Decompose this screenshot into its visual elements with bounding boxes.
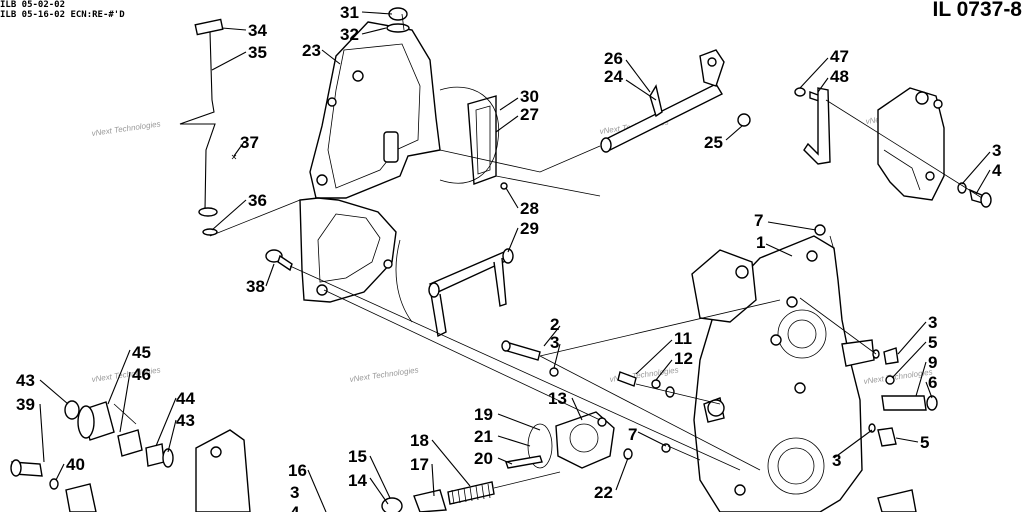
watermark-1: vNext Technologies [91, 119, 161, 138]
shift-shaft [600, 49, 751, 153]
callout-43-left: 43 [16, 371, 35, 390]
callout-7-lower: 7 [628, 425, 637, 444]
callout-37: 37 [240, 133, 259, 152]
callout-23: 23 [302, 41, 321, 60]
callout-2: 2 [550, 315, 559, 334]
dipstick-assembly [179, 18, 237, 236]
callout-4-top: 4 [992, 161, 1002, 180]
callout-labels: 34 35 37 36 31 32 23 30 27 28 29 26 24 2… [16, 3, 1002, 512]
pump-assembly [505, 411, 671, 469]
callout-22: 22 [594, 483, 613, 502]
inspection-plate [439, 86, 508, 190]
callout-36: 36 [248, 191, 267, 210]
callout-26: 26 [604, 49, 623, 68]
callout-30: 30 [520, 87, 539, 106]
callout-44: 44 [176, 389, 195, 408]
callout-11: 11 [674, 329, 692, 348]
callout-3-lower: 3 [832, 451, 841, 470]
callout-4-bottom: 4 [290, 503, 300, 512]
handle-bracket [395, 239, 514, 338]
spring-assembly [381, 481, 495, 512]
callout-32: 32 [340, 25, 359, 44]
callout-15: 15 [348, 447, 367, 466]
callout-47: 47 [830, 47, 849, 66]
callout-19: 19 [474, 405, 493, 424]
illustration-id: IL 0737-8 [932, 0, 1022, 21]
callout-28: 28 [520, 199, 539, 218]
callout-5-right: 5 [928, 333, 937, 352]
callout-7-top: 7 [754, 211, 763, 230]
watermark-6: vNext Technologies [349, 365, 419, 384]
callout-38: 38 [246, 277, 265, 296]
housing-fasteners [868, 347, 938, 447]
revision-header: ILB 05-02-02 ILB 05-16-02 ECN:RE-#'D [0, 0, 125, 20]
callout-3-bottom: 3 [290, 483, 299, 502]
callout-3-right: 3 [928, 313, 937, 332]
revision-line-2: ILB 05-16-02 ECN:RE-#'D [0, 10, 125, 20]
callout-14: 14 [348, 471, 367, 490]
callout-43-right: 43 [176, 411, 195, 430]
callout-35: 35 [248, 43, 267, 62]
callout-13: 13 [548, 389, 567, 408]
callout-20: 20 [474, 449, 493, 468]
revision-line-1: ILB 05-02-02 [0, 0, 66, 10]
callout-9: 9 [928, 353, 937, 372]
callout-16: 16 [288, 461, 307, 480]
callout-3-top: 3 [992, 141, 1001, 160]
studs-bolts [501, 340, 675, 398]
leader-lines [39, 11, 991, 512]
left-lower-parts [10, 400, 251, 512]
callout-29: 29 [520, 219, 539, 238]
callout-45: 45 [132, 343, 151, 362]
callout-17: 17 [410, 455, 429, 474]
watermark-8: vNext Technologies [863, 367, 933, 386]
callout-21: 21 [474, 427, 493, 446]
gear-case-cover [299, 7, 441, 303]
callout-1: 1 [756, 233, 765, 252]
callout-12: 12 [674, 349, 693, 368]
callout-31: 31 [340, 3, 359, 22]
callout-3-mid-left: 3 [550, 333, 559, 352]
callout-25: 25 [704, 133, 723, 152]
shift-bracket-assembly [794, 87, 992, 208]
callout-5-lower: 5 [920, 433, 929, 452]
bolt-38 [265, 249, 293, 272]
callout-27: 27 [520, 105, 539, 124]
assembly-lines [113, 13, 983, 489]
callout-48: 48 [830, 67, 849, 86]
callout-39: 39 [16, 395, 35, 414]
callout-34: 34 [248, 21, 267, 40]
callout-6: 6 [928, 373, 937, 392]
gear-case-housing [691, 224, 917, 512]
callout-24: 24 [604, 67, 623, 86]
callout-46: 46 [132, 365, 151, 384]
callout-40: 40 [66, 455, 85, 474]
callout-18: 18 [410, 431, 429, 450]
